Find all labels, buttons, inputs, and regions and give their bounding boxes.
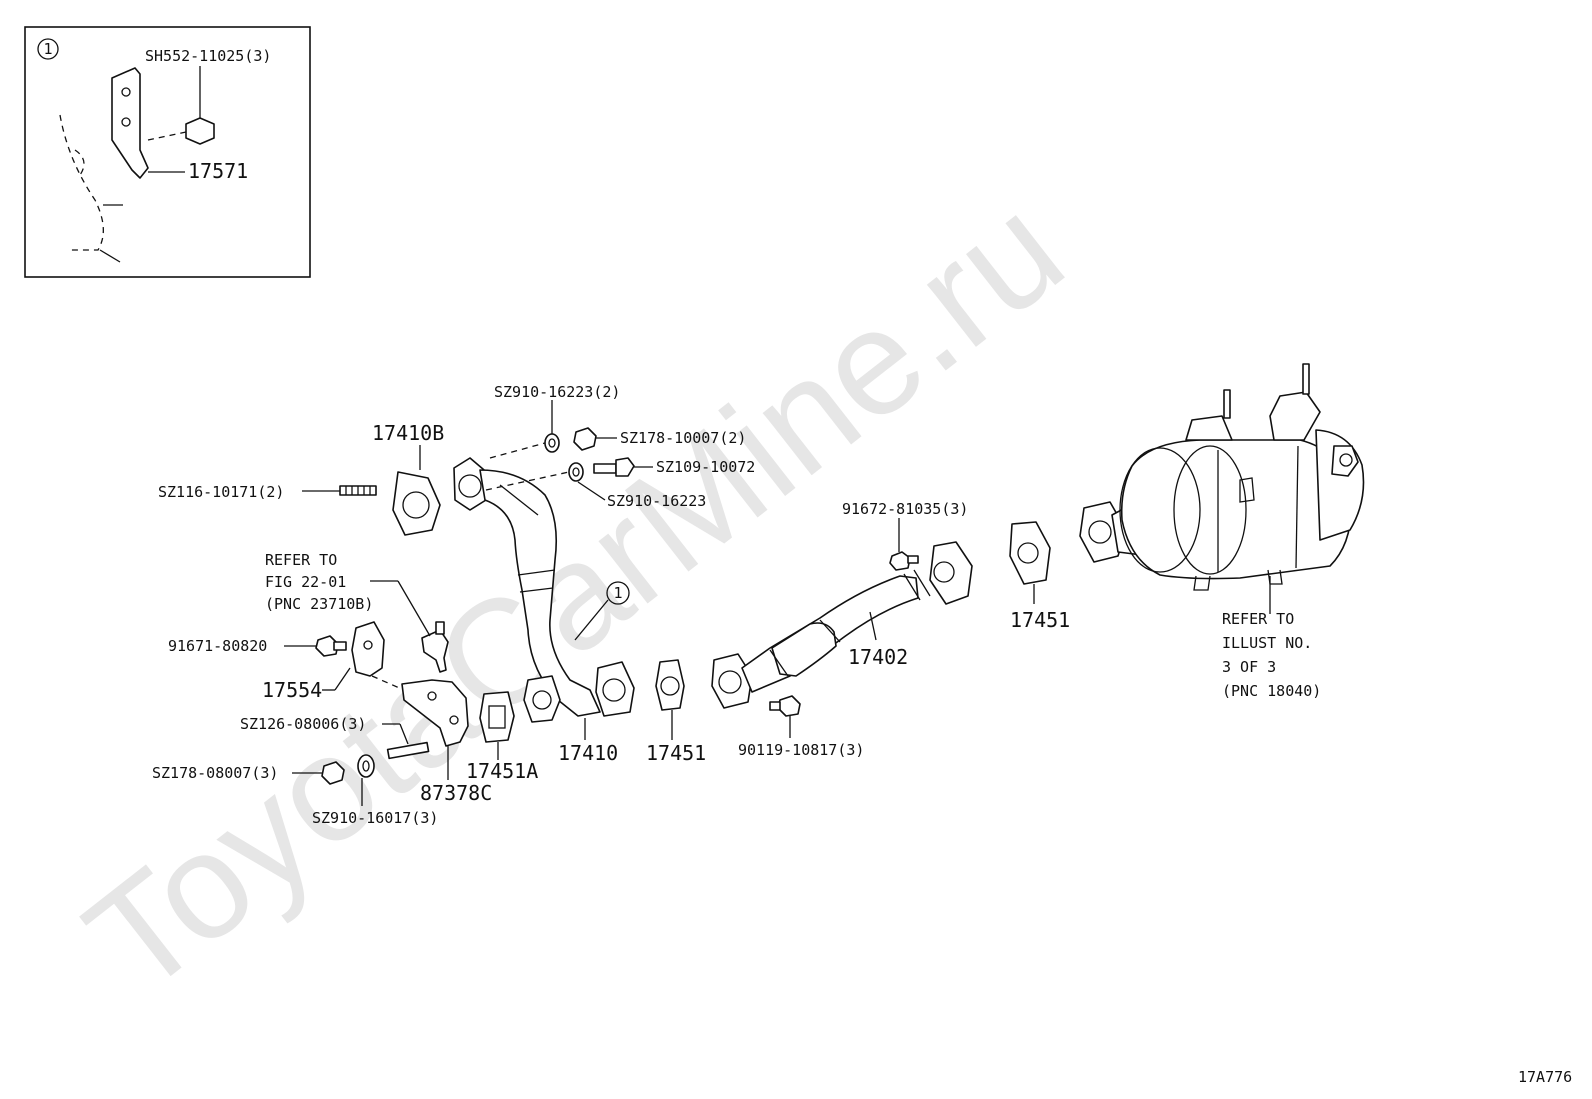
refer-illust-line1: REFER TO (1222, 610, 1294, 628)
label-17451-left: 17451 (646, 741, 706, 765)
stud-sz126-08006 (382, 723, 430, 760)
refer-illust-line4: (PNC 18040) (1222, 682, 1321, 700)
label-sz178-10007: SZ178-10007(2) (620, 429, 746, 447)
gasket-17451-right (1009, 521, 1051, 604)
inset-marker-circle (37, 38, 59, 60)
gasket-17451A (479, 691, 515, 760)
figure-code: 17A776 (1518, 1068, 1572, 1086)
label-sz109-10072: SZ109-10072 (656, 458, 755, 476)
label-sz178-08007: SZ178-08007(3) (152, 764, 278, 782)
label-17410: 17410 (558, 741, 618, 765)
label-91671-80820: 91671-80820 (168, 637, 267, 655)
washer-sz910-16223 (485, 462, 606, 501)
refer-fig-line1: REFER TO (265, 551, 337, 569)
watermark: ToyotaCarMine.ru (56, 164, 1092, 1025)
callout-marker (574, 581, 630, 641)
label-91672-81035: 91672-81035(3) (842, 500, 968, 518)
label-17451-right: 17451 (1010, 608, 1070, 632)
nut-sz178-10007 (573, 427, 617, 451)
washer-sz910-16223-2 (489, 400, 560, 459)
refer-fig-line2: FIG 22-01 (265, 573, 346, 591)
inset-detail: 1 SH552-11025(3) 17571 (24, 26, 311, 278)
inset-marker: 1 (43, 40, 52, 58)
label-sz910-16223: SZ910-16223 (607, 492, 706, 510)
gasket-17451-left (655, 659, 685, 740)
washer-sz910-16017 (357, 754, 375, 806)
converter-assembly (1079, 363, 1365, 614)
label-17571: 17571 (188, 159, 248, 183)
label-sz116-10171: SZ116-10171(2) (158, 483, 284, 501)
label-17554: 17554 (262, 678, 322, 702)
front-pipe-17410 (453, 457, 635, 740)
center-pipe-17402 (711, 541, 973, 709)
refer-illust-line3: 3 OF 3 (1222, 658, 1276, 676)
refer-illust-line2: ILLUST NO. (1222, 634, 1312, 652)
bolt-sz109-10072 (593, 457, 653, 477)
sensor-reference (370, 580, 449, 673)
shield-17554 (322, 621, 405, 691)
label-sz910-16017: SZ910-16017(3) (312, 809, 438, 827)
bolt-91672-81035 (889, 518, 919, 571)
inset-frame (24, 26, 311, 278)
engine-outline (59, 114, 104, 251)
nut-sz178-08007 (292, 761, 345, 785)
label-sh552-11025: SH552-11025(3) (145, 47, 271, 65)
stud-sz116 (302, 485, 377, 496)
refer-fig-line3: (PNC 23710B) (265, 595, 373, 613)
bolt-90119-10817 (769, 695, 801, 738)
bolt-sh552 (185, 117, 215, 145)
gasket-17410B (392, 445, 441, 536)
label-17410B: 17410B (372, 421, 444, 445)
bolt-91671-80820 (284, 635, 347, 657)
bracket-87378C (401, 679, 469, 780)
label-sz126-08006: SZ126-08006(3) (240, 715, 366, 733)
label-90119-10817: 90119-10817(3) (738, 741, 864, 759)
label-87378C: 87378C (420, 781, 492, 805)
label-17402: 17402 (848, 645, 908, 669)
callout-marker-text: 1 (613, 584, 622, 602)
label-17451A: 17451A (466, 759, 538, 783)
label-sz910-16223-2: SZ910-16223(2) (494, 383, 620, 401)
